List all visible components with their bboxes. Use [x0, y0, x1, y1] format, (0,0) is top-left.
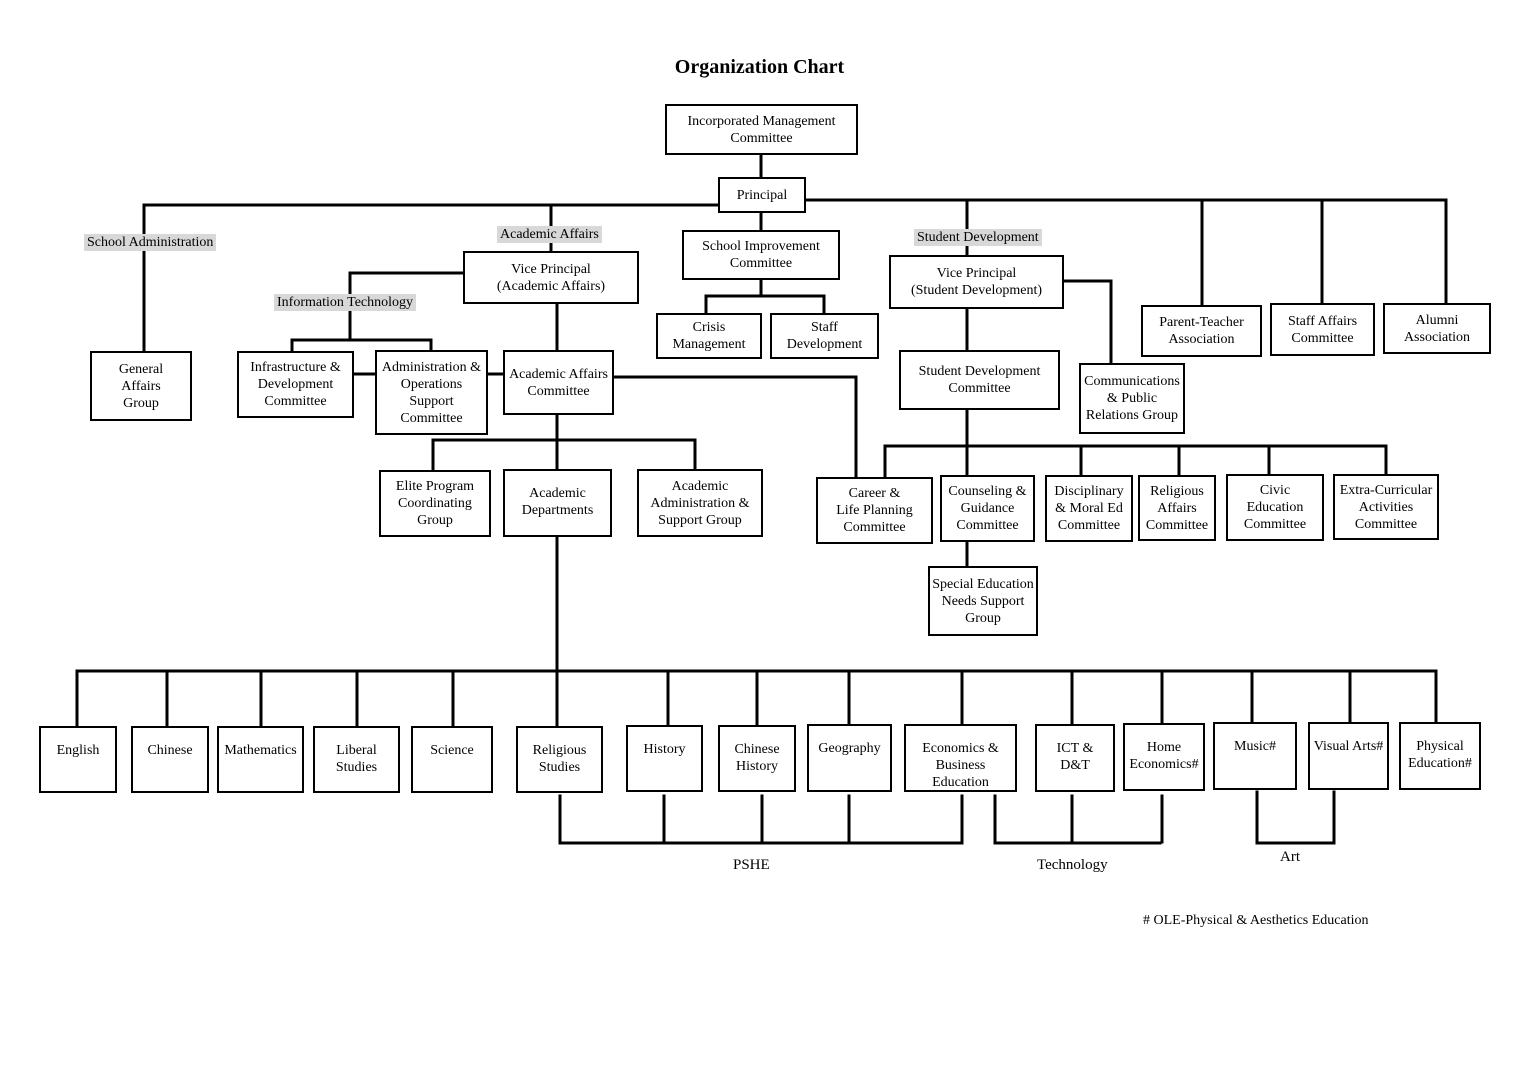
dept-chinese: Chinese — [131, 726, 209, 793]
node-extra-curricular-activities: Extra-Curricular Activities Committee — [1333, 474, 1439, 540]
dept-visual-arts: Visual Arts# — [1308, 722, 1389, 790]
dept-mathematics: Mathematics — [217, 726, 304, 793]
node-religious-affairs: Religious Affairs Committee — [1138, 475, 1216, 541]
dept-geography: Geography — [807, 724, 892, 792]
node-parent-teacher-association: Parent-Teacher Association — [1141, 305, 1262, 357]
dept-religious-studies: Religious Studies — [516, 726, 603, 793]
dept-science: Science — [411, 726, 493, 793]
section-information-technology: Information Technology — [274, 294, 417, 311]
section-school-administration: School Administration — [84, 234, 217, 251]
group-label-technology: Technology — [1037, 857, 1108, 873]
node-school-improvement-committee: School Improvement Committee — [682, 230, 840, 280]
node-career-life-planning: Career & Life Planning Committee — [816, 477, 933, 544]
node-infrastructure-development-committee: Infrastructure & Development Committee — [237, 351, 354, 418]
node-civic-education: Civic Education Committee — [1226, 474, 1324, 541]
node-staff-affairs-committee: Staff Affairs Committee — [1270, 303, 1375, 356]
node-elite-program-group: Elite Program Coordinating Group — [379, 470, 491, 537]
node-disciplinary-moral-ed: Disciplinary & Moral Ed Committee — [1045, 475, 1133, 542]
dept-music: Music# — [1213, 722, 1297, 790]
dept-chinese-history: Chinese History — [718, 725, 796, 792]
node-alumni-association: Alumni Association — [1383, 303, 1491, 354]
node-administration-operations-support: Administration & Operations Support Comm… — [375, 350, 488, 435]
node-staff-development: Staff Development — [770, 313, 879, 359]
footnote: # OLE-Physical & Aesthetics Education — [1143, 913, 1369, 928]
group-label-pshe: PSHE — [733, 857, 770, 873]
group-label-art: Art — [1280, 849, 1300, 865]
dept-liberal-studies: Liberal Studies — [313, 726, 400, 793]
node-communications-public-relations: Communications & Public Relations Group — [1079, 363, 1185, 434]
node-general-affairs-group: General Affairs Group — [90, 351, 192, 421]
node-vice-principal-student: Vice Principal (Student Development) — [889, 255, 1064, 309]
dept-economics-business-education: Economics & Business Education — [904, 724, 1017, 792]
node-crisis-management: Crisis Management — [656, 313, 762, 359]
node-vice-principal-academic: Vice Principal (Academic Affairs) — [463, 251, 639, 304]
node-principal: Principal — [718, 177, 806, 213]
node-academic-departments: Academic Departments — [503, 469, 612, 537]
node-student-development-committee: Student Development Committee — [899, 350, 1060, 410]
section-academic-affairs: Academic Affairs — [497, 226, 602, 243]
node-academic-administration-support: Academic Administration & Support Group — [637, 469, 763, 537]
chart-title: Organization Chart — [674, 56, 845, 78]
node-incorporated-management-committee: Incorporated Management Committee — [665, 104, 858, 155]
node-academic-affairs-committee: Academic Affairs Committee — [503, 350, 614, 415]
dept-home-economics: Home Economics# — [1123, 723, 1205, 791]
dept-english: English — [39, 726, 117, 793]
node-special-education-needs: Special Education Needs Support Group — [928, 566, 1038, 636]
dept-history: History — [626, 725, 703, 792]
dept-physical-education: Physical Education# — [1399, 722, 1481, 790]
section-student-development: Student Development — [914, 229, 1042, 246]
dept-ict-dt: ICT & D&T — [1035, 724, 1115, 792]
node-counseling-guidance: Counseling & Guidance Committee — [940, 475, 1035, 542]
